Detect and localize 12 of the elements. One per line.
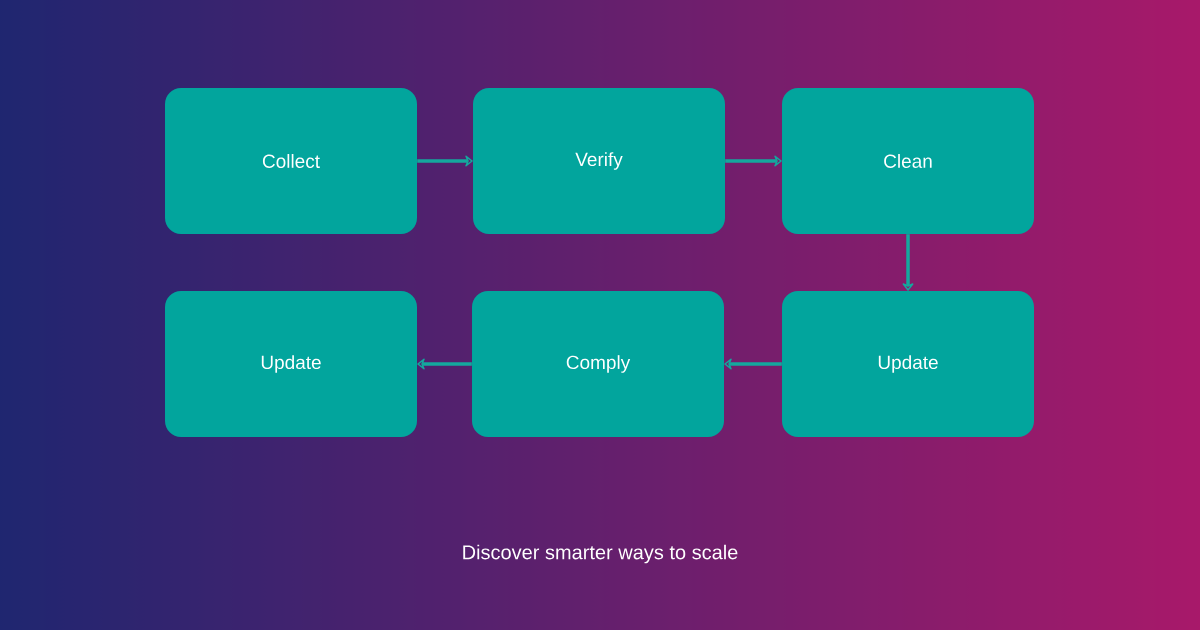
process-box: Comply bbox=[472, 291, 724, 437]
arrow bbox=[417, 155, 473, 167]
tagline: Discover smarter ways to scale bbox=[463, 544, 738, 564]
process-box: Update bbox=[165, 291, 417, 437]
arrow bbox=[417, 358, 472, 370]
arrow bbox=[902, 234, 914, 291]
process-box: Verify bbox=[473, 88, 725, 234]
process-box: Clean bbox=[782, 88, 1034, 234]
process-box: Update bbox=[782, 291, 1034, 437]
process-box: Collect bbox=[165, 88, 417, 234]
arrow bbox=[725, 155, 782, 167]
arrow bbox=[724, 358, 782, 370]
